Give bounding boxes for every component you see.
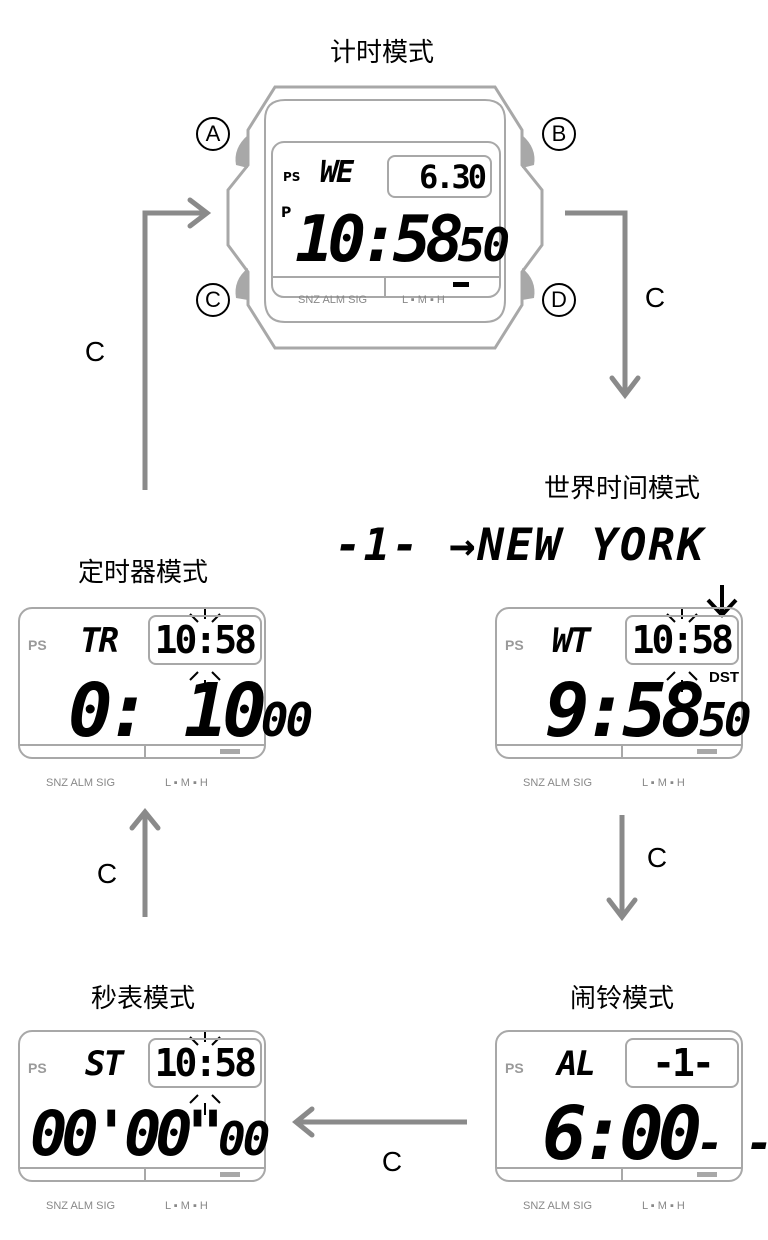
button-b: B: [542, 117, 576, 151]
watch-date: 6.30: [387, 155, 492, 198]
top-box: 10:58: [148, 615, 262, 665]
main-time: 00'00"00: [30, 1097, 270, 1170]
arrow-label-c: C: [644, 282, 666, 313]
mode-indicator: ST: [85, 1044, 124, 1084]
arrow-timer-to-watch: [142, 210, 205, 490]
arrow-label-c: C: [646, 842, 668, 873]
world-time-display: PS WT 10:58 DST 9:5850: [495, 607, 752, 759]
button-a: A: [196, 117, 230, 151]
watch-time: 10:5850: [295, 203, 510, 277]
world-city-line: -1- →NEW YORK: [335, 520, 706, 571]
labels-left: SNZ ALM SIG: [523, 1200, 593, 1212]
arrow-label-c: C: [84, 336, 106, 367]
mode-indicator: AL: [557, 1044, 596, 1084]
main-time: 6:00- -: [542, 1091, 768, 1177]
watch-day: WE: [320, 155, 354, 190]
watch-labels-left: SNZ ALM SIG: [298, 294, 368, 306]
ps-label: PS: [505, 637, 524, 653]
button-c: C: [196, 283, 230, 317]
title-world-time: 世界时间模式: [543, 474, 701, 504]
labels-right: L ▪ M ▪ H: [642, 1200, 685, 1212]
labels-right: L ▪ M ▪ H: [642, 777, 685, 789]
watch-pm: P: [281, 205, 292, 221]
watch-ps: PS: [283, 170, 301, 184]
timer-display: PS TR 10:58 0: 1000: [18, 607, 313, 759]
mode-indicator: TR: [80, 621, 119, 661]
top-box: 10:58: [625, 615, 739, 665]
labels-left: SNZ ALM SIG: [523, 777, 593, 789]
ps-label: PS: [505, 1060, 524, 1076]
title-alarm: 闹铃模式: [569, 984, 675, 1014]
main-time: 0: 1000: [68, 668, 313, 754]
arrow-label-c: C: [381, 1146, 403, 1177]
main-time: 9:5850: [545, 668, 752, 754]
watch-labels-right: L ▪ M ▪ H: [402, 294, 445, 306]
labels-left: SNZ ALM SIG: [46, 777, 116, 789]
alarm-display: PS AL -1- 6:00- -: [495, 1030, 768, 1182]
ps-label: PS: [28, 1060, 47, 1076]
stopwatch-display: PS ST 10:58 00'00"00: [18, 1030, 270, 1182]
labels-right: L ▪ M ▪ H: [165, 777, 208, 789]
dst-label: DST: [709, 669, 739, 686]
labels-left: SNZ ALM SIG: [46, 1200, 116, 1212]
button-d: D: [542, 283, 576, 317]
title-timekeeping: 计时模式: [329, 38, 435, 68]
arrow-watch-to-world: [565, 210, 628, 392]
mode-indicator: WT: [552, 621, 591, 661]
title-timer: 定时器模式: [77, 558, 209, 588]
ps-label: PS: [28, 637, 47, 653]
title-stopwatch: 秒表模式: [90, 984, 196, 1014]
labels-right: L ▪ M ▪ H: [165, 1200, 208, 1212]
top-box: -1-: [625, 1038, 739, 1088]
top-box: 10:58: [148, 1038, 262, 1088]
arrow-label-c: C: [96, 858, 118, 889]
